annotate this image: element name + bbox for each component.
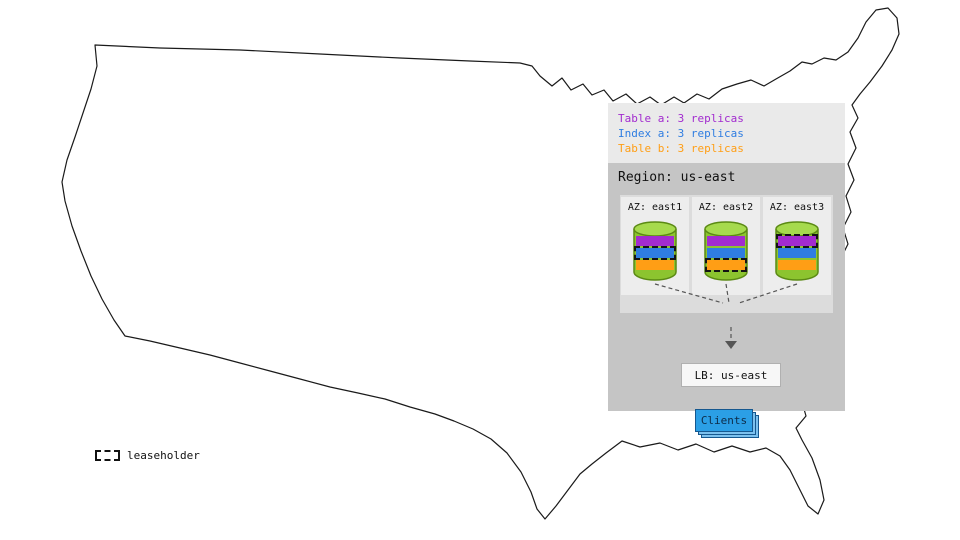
region-box: Region: us-east AZ: east1 AZ xyxy=(608,163,845,438)
database-node xyxy=(702,219,750,283)
leaseholder-swatch-icon xyxy=(95,450,120,461)
az-label: AZ: east1 xyxy=(627,202,683,213)
leaseholder-key: leaseholder xyxy=(95,449,200,462)
database-node xyxy=(631,219,679,283)
legend-item-table-a: Table a: 3 replicas xyxy=(618,112,744,125)
table-a-replica xyxy=(636,236,674,246)
az-box-east2: AZ: east2 xyxy=(692,197,760,295)
legend-item-table-b: Table b: 3 replicas xyxy=(618,142,744,155)
table-a-replica xyxy=(707,236,745,246)
legend-item-index-a: Index a: 3 replicas xyxy=(618,127,744,140)
table-a-replica xyxy=(776,234,818,248)
az-box-east1: AZ: east1 xyxy=(621,197,689,295)
az-area: AZ: east1 AZ: east2 xyxy=(620,195,833,313)
region-label: Region: us-east xyxy=(618,170,736,185)
replica-bars xyxy=(776,234,818,272)
clients-stack: Clients xyxy=(695,409,761,439)
index-a-replica xyxy=(778,248,816,258)
table-b-replica xyxy=(705,258,747,272)
clients-box: Clients xyxy=(695,409,753,432)
index-a-replica xyxy=(634,246,676,260)
replica-bars xyxy=(705,236,747,272)
az-label: AZ: east2 xyxy=(698,202,754,213)
az-box-east3: AZ: east3 xyxy=(763,197,831,295)
table-b-replica xyxy=(778,260,816,270)
index-a-replica xyxy=(707,248,745,258)
table-b-replica xyxy=(636,260,674,270)
leaseholder-key-label: leaseholder xyxy=(127,449,200,462)
replica-legend: Table a: 3 replicas Index a: 3 replicas … xyxy=(618,111,744,156)
load-balancer: LB: us-east xyxy=(681,363,781,387)
replica-bars xyxy=(634,236,676,272)
database-node xyxy=(773,219,821,283)
az-label: AZ: east3 xyxy=(769,202,825,213)
topology-panel: Table a: 3 replicas Index a: 3 replicas … xyxy=(608,103,845,438)
